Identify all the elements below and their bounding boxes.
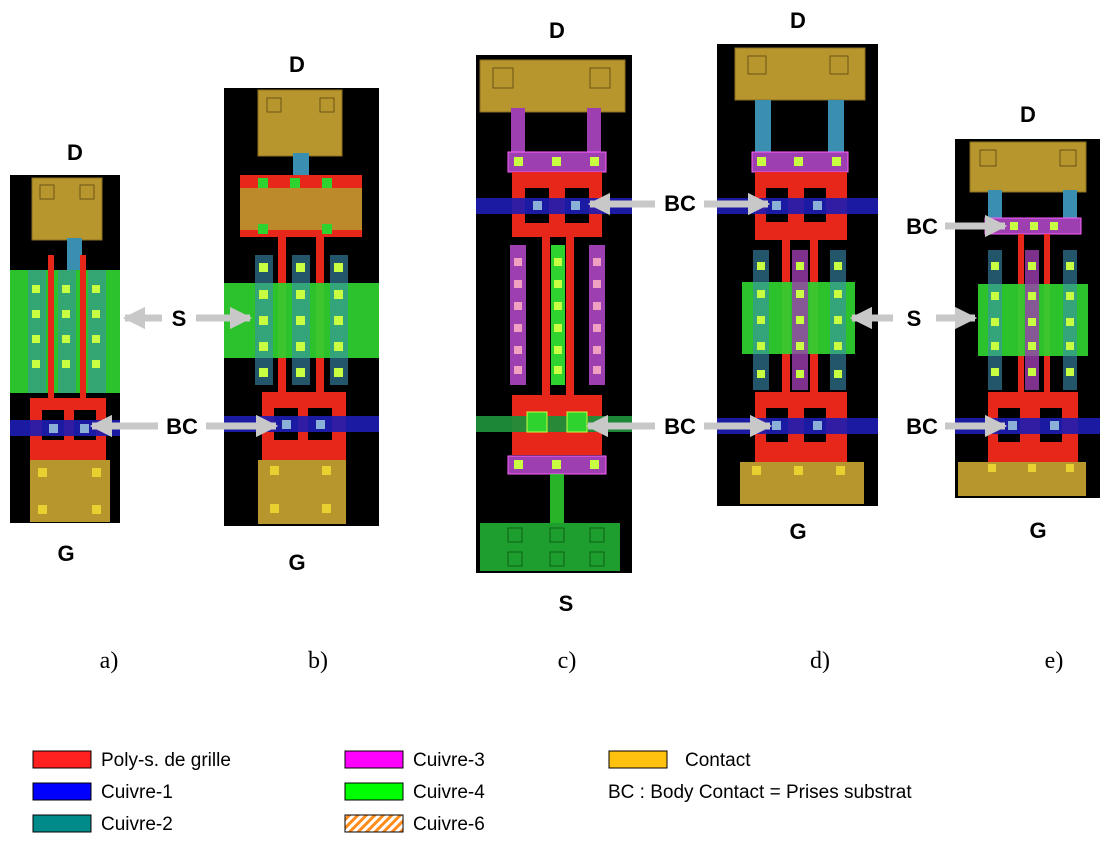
terminal-labels: D D D D D G G G G S S S BC BC BC BC BC <box>57 8 1046 616</box>
legend-label-cuivre-2: Cuivre-2 <box>101 814 173 835</box>
label-bc-cd-top: BC <box>664 191 696 216</box>
label-bc-cd-bottom: BC <box>664 414 696 439</box>
legend-swatch-contact <box>608 750 668 769</box>
label-gate-e: G <box>1029 518 1046 543</box>
layout-b <box>224 88 379 526</box>
label-drain-c: D <box>549 18 565 43</box>
caption-a: a) <box>100 648 119 674</box>
caption-d: d) <box>810 648 830 674</box>
caption-b: b) <box>308 648 328 674</box>
layout-a <box>10 175 120 523</box>
legend-swatch-cuivre-2 <box>32 814 92 833</box>
legend-swatch-cuivre-6 <box>344 814 404 833</box>
legend-label-cuivre-1: Cuivre-1 <box>101 782 173 803</box>
label-gate-a: G <box>57 541 74 566</box>
label-bc-e-bottom: BC <box>906 414 938 439</box>
legend-label-cuivre-6: Cuivre-6 <box>413 814 485 835</box>
label-drain-d: D <box>790 8 806 33</box>
label-source-c: S <box>559 591 574 616</box>
label-drain-b: D <box>289 52 305 77</box>
layout-d <box>717 44 878 506</box>
legend-label-poly: Poly-s. de grille <box>101 750 231 771</box>
label-source-ab: S <box>172 306 187 331</box>
label-source-de: S <box>907 306 922 331</box>
legend-swatch-cuivre-1 <box>32 782 92 801</box>
label-gate-d: G <box>789 519 806 544</box>
label-bc-e-top: BC <box>906 214 938 239</box>
captions: a) b) c) d) e) <box>100 648 1064 674</box>
label-drain-a: D <box>67 140 83 165</box>
caption-e: e) <box>1045 648 1064 674</box>
legend-label-contact: Contact <box>685 750 751 771</box>
layout-e <box>955 139 1100 498</box>
legend-label-cuivre-4: Cuivre-4 <box>413 782 485 803</box>
caption-c: c) <box>558 648 577 674</box>
legend-swatch-cuivre-3 <box>344 750 404 769</box>
legend: Poly-s. de grille Cuivre-1 Cuivre-2 Cuiv… <box>32 750 912 835</box>
legend-label-cuivre-3: Cuivre-3 <box>413 750 485 771</box>
label-drain-e: D <box>1020 102 1036 127</box>
annotation-arrows <box>89 192 1008 438</box>
legend-swatch-cuivre-4 <box>344 782 404 801</box>
legend-swatch-poly <box>32 750 92 769</box>
layout-c <box>476 55 632 573</box>
legend-note-body-contact: BC : Body Contact = Prises substrat <box>608 782 912 803</box>
label-gate-b: G <box>288 550 305 575</box>
label-bc-ab: BC <box>166 414 198 439</box>
